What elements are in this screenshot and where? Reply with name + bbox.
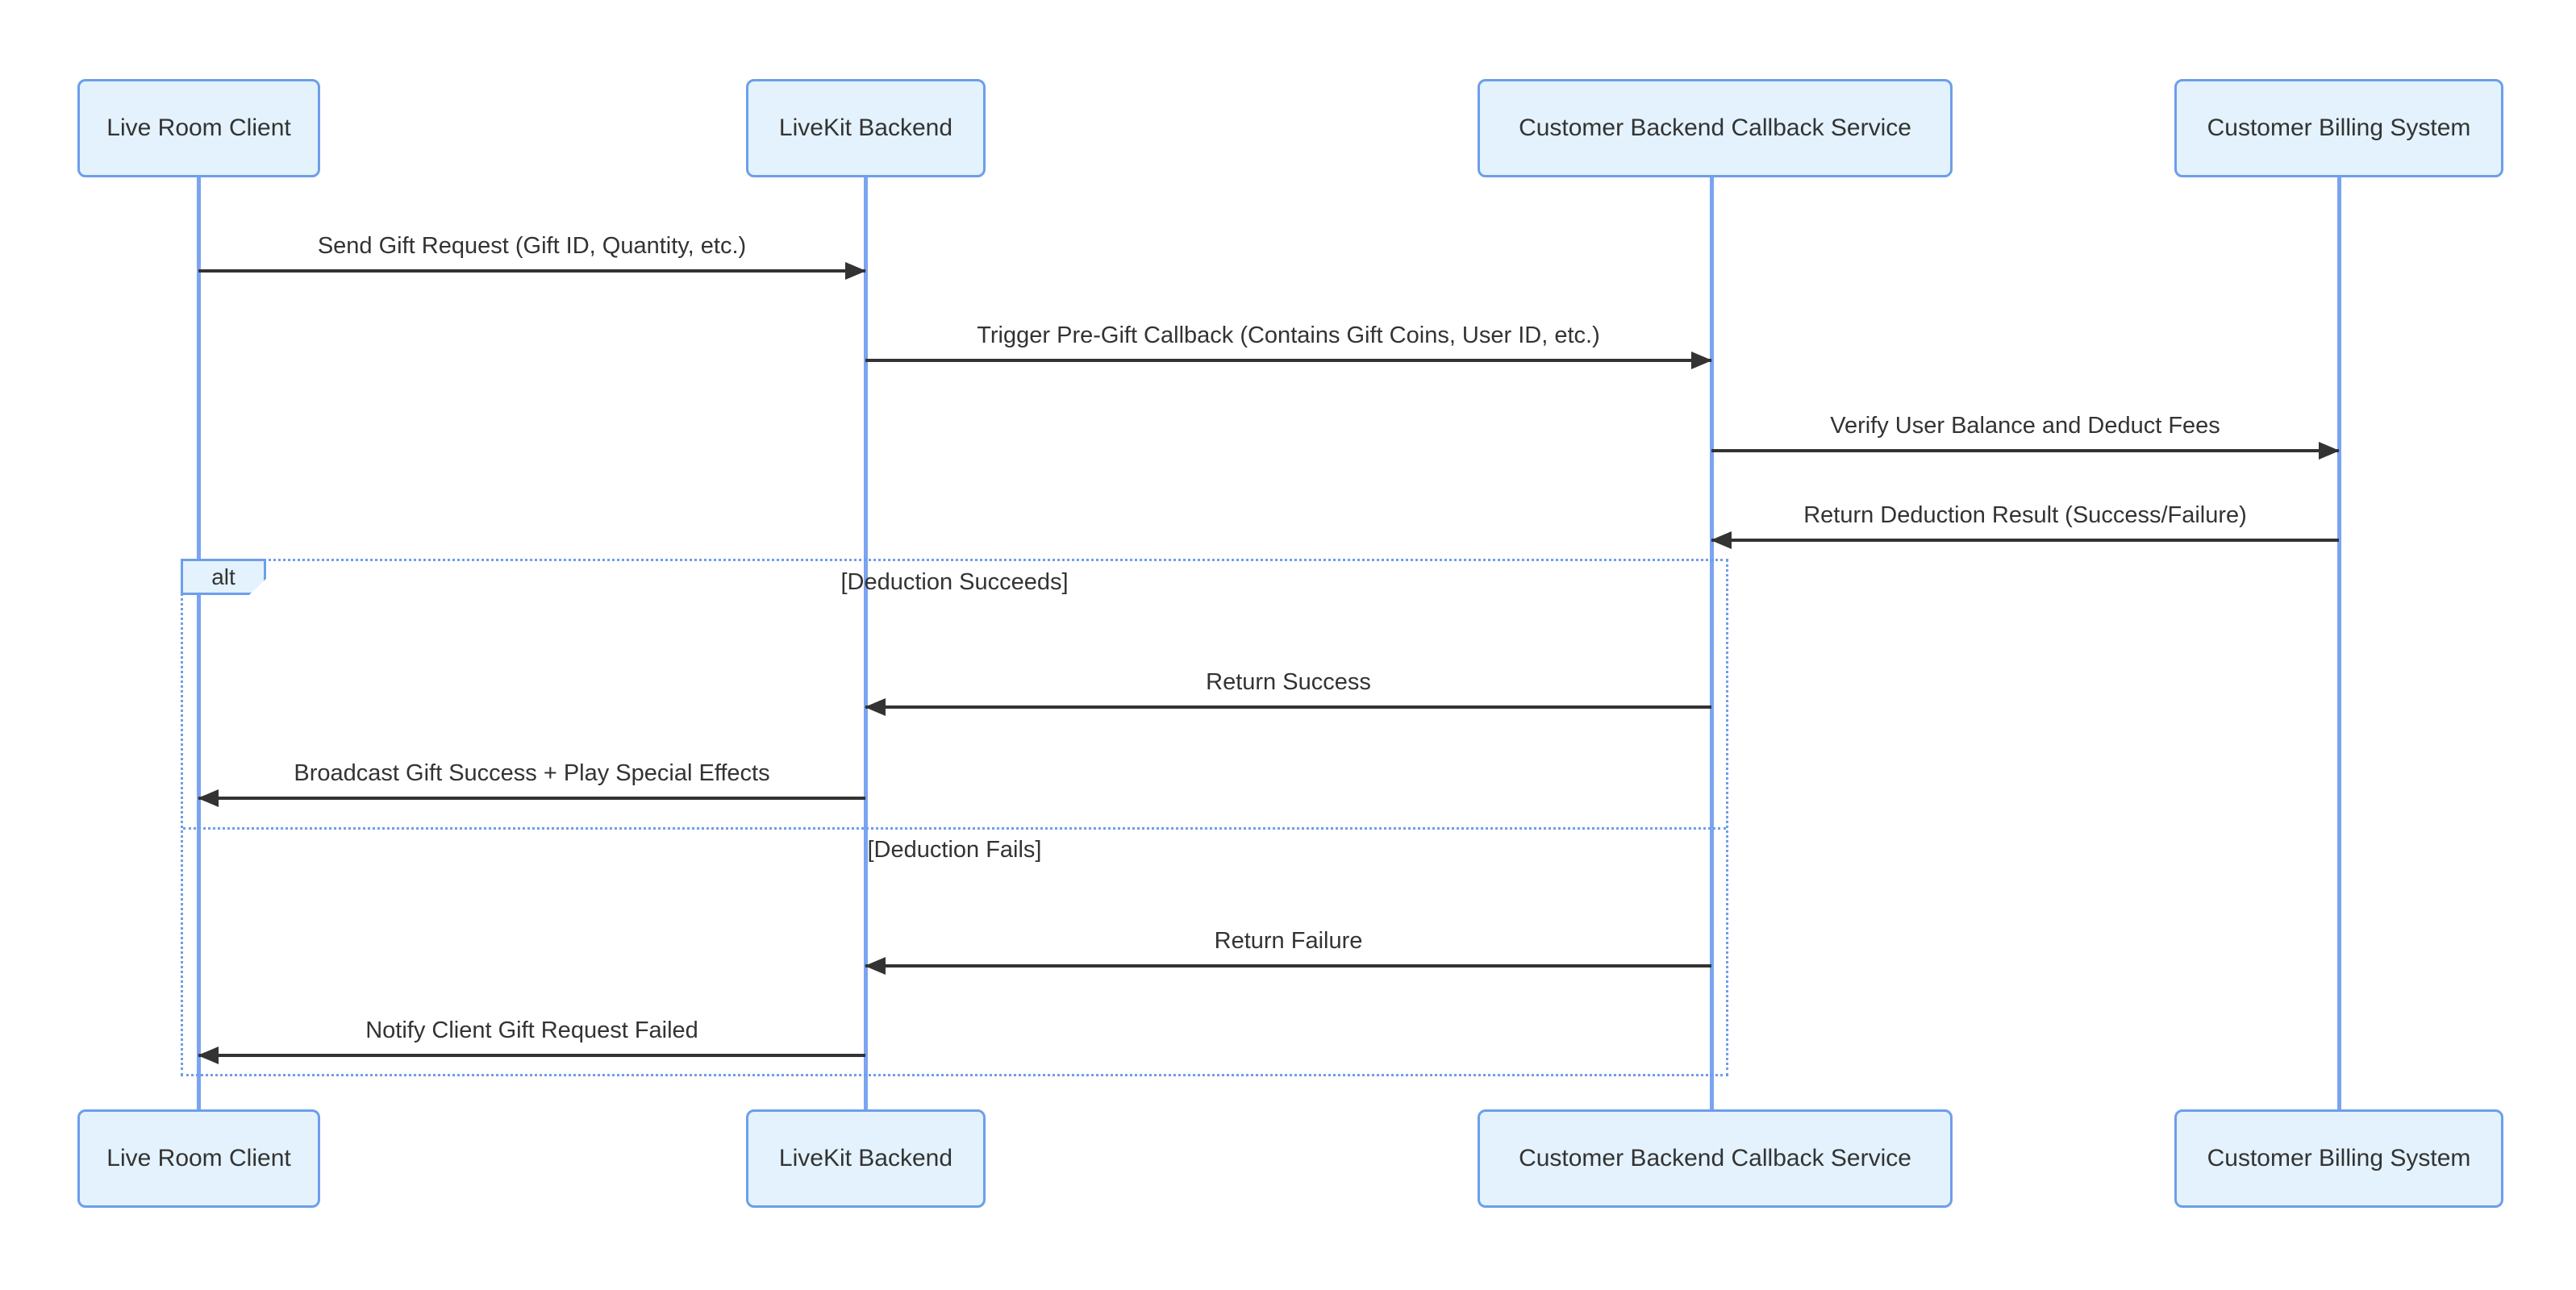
- alt-divider: [183, 827, 1726, 830]
- message-label: Return Failure: [1214, 928, 1363, 954]
- arrowhead-left-icon: [198, 789, 219, 807]
- message-send-gift-request: Send Gift Request (Gift ID, Quantity, et…: [198, 211, 866, 280]
- message-line: [865, 359, 1711, 362]
- lifeline-live-room-client: [197, 177, 201, 1111]
- message-label: Return Deduction Result (Success/Failure…: [1803, 502, 2247, 528]
- message-line: [198, 269, 865, 273]
- arrowhead-left-icon: [865, 957, 886, 975]
- message-label: Return Success: [1206, 669, 1371, 695]
- actor-bottom-customer-backend-callback-service: Customer Backend Callback Service: [1478, 1109, 1953, 1208]
- message-line: [865, 705, 1711, 709]
- arrowhead-right-icon: [1691, 352, 1712, 369]
- actor-top-customer-billing-system: Customer Billing System: [2174, 79, 2503, 177]
- message-label: Trigger Pre-Gift Callback (Contains Gift…: [977, 322, 1600, 348]
- message-return-failure: Return Failure: [865, 906, 1711, 975]
- message-line: [198, 797, 865, 800]
- message-line: [1711, 539, 2339, 542]
- alt-condition-deduction-succeeds: [Deduction Succeeds]: [840, 569, 1069, 595]
- actor-bottom-live-room-client: Live Room Client: [77, 1109, 320, 1208]
- arrowhead-left-icon: [1711, 531, 1732, 549]
- actor-bottom-customer-billing-system: Customer Billing System: [2174, 1109, 2503, 1208]
- message-return-deduction-result: Return Deduction Result (Success/Failure…: [1711, 481, 2339, 549]
- arrowhead-left-icon: [865, 698, 886, 716]
- message-trigger-pre-gift-callback: Trigger Pre-Gift Callback (Contains Gift…: [865, 301, 1712, 369]
- arrowhead-left-icon: [198, 1047, 219, 1064]
- alt-frame-label: alt: [181, 559, 266, 595]
- arrowhead-right-icon: [2319, 442, 2340, 460]
- lifeline-customer-billing-system: [2337, 177, 2341, 1111]
- message-line: [1711, 449, 2339, 452]
- message-line: [865, 964, 1711, 968]
- actor-bottom-livekit-backend: LiveKit Backend: [746, 1109, 986, 1208]
- lifeline-customer-backend-callback-service: [1710, 177, 1714, 1111]
- message-label: Notify Client Gift Request Failed: [365, 1017, 698, 1043]
- actor-top-live-room-client: Live Room Client: [77, 79, 320, 177]
- message-label: Broadcast Gift Success + Play Special Ef…: [294, 760, 770, 786]
- actor-top-customer-backend-callback-service: Customer Backend Callback Service: [1478, 79, 1953, 177]
- message-broadcast-gift-success: Broadcast Gift Success + Play Special Ef…: [198, 739, 865, 807]
- actor-top-livekit-backend: LiveKit Backend: [746, 79, 986, 177]
- message-line: [198, 1054, 865, 1057]
- message-notify-client-failed: Notify Client Gift Request Failed: [198, 996, 865, 1064]
- message-label: Send Gift Request (Gift ID, Quantity, et…: [317, 233, 747, 259]
- alt-condition-deduction-fails: [Deduction Fails]: [867, 837, 1042, 863]
- alt-frame: alt [Deduction Succeeds] [Deduction Fail…: [181, 559, 1728, 1076]
- lifeline-livekit-backend: [864, 177, 868, 1111]
- message-label: Verify User Balance and Deduct Fees: [1830, 413, 2220, 439]
- message-return-success: Return Success: [865, 647, 1711, 716]
- message-verify-user-balance: Verify User Balance and Deduct Fees: [1711, 391, 2340, 460]
- arrowhead-right-icon: [845, 262, 866, 280]
